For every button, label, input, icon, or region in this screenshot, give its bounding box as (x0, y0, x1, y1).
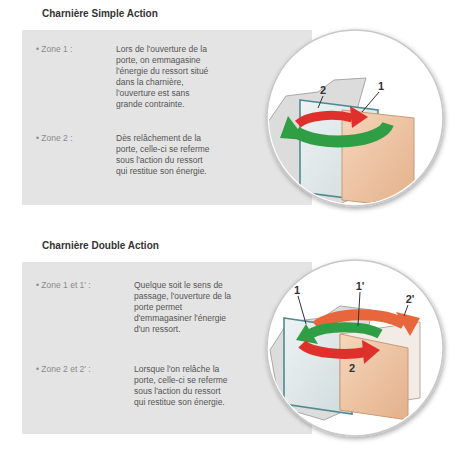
callout-number: 2 (349, 362, 355, 374)
zone-label: • Zone 1 : (36, 44, 73, 55)
leader-line (404, 305, 408, 316)
leader-line (358, 292, 360, 326)
door (340, 334, 408, 420)
red-arrow (298, 115, 352, 124)
green-arrow (296, 124, 388, 141)
zone-label: • Zone 2 et 2' : (36, 364, 91, 375)
green-arrowhead (296, 324, 318, 344)
zone-row: • Zone 2 et 2' : Lorsque l'on relâche la … (36, 364, 234, 408)
zone-description: Quelque soit le sens de passage, l'ouver… (134, 280, 234, 335)
callout-number: 1' (356, 280, 365, 292)
red-arrowhead (362, 340, 380, 364)
callout-number: 2 (320, 84, 326, 96)
zone-row: • Zone 2 : Dès relâchement de la porte, c… (36, 133, 216, 177)
leader-line (318, 96, 323, 108)
double-hinge-figure (270, 292, 420, 420)
leader-line (298, 296, 306, 324)
zone-row: • Zone 1 et 1' : Quelque soit le sens de … (36, 280, 234, 335)
callout-number: 2' (406, 293, 415, 305)
zone-description: Dès relâchement de la porte, celle-ci se… (116, 133, 216, 177)
callout-number: 1 (294, 284, 300, 296)
section-heading: Charnière Double Action (42, 240, 159, 251)
callout-number: 1 (378, 80, 384, 92)
zone-description: Lorsque l'on relâche la porte, celle-ci … (134, 364, 234, 408)
simple-hinge-figure (268, 78, 414, 208)
red-arrowhead (350, 106, 368, 128)
leader-line (362, 92, 379, 112)
green-arrow (310, 327, 380, 334)
zone-label: • Zone 2 : (36, 133, 73, 144)
orange-arrowhead (396, 312, 420, 336)
zone-label: • Zone 1 et 1' : (36, 280, 91, 291)
zone-row: • Zone 1 : Lors de l'ouverture de la port… (36, 44, 216, 110)
detail-circle (267, 260, 443, 436)
zone-description: Lors de l'ouverture de la porte, on emma… (116, 44, 216, 110)
red-arrow (302, 344, 366, 354)
section-heading: Charnière Simple Action (42, 8, 158, 19)
